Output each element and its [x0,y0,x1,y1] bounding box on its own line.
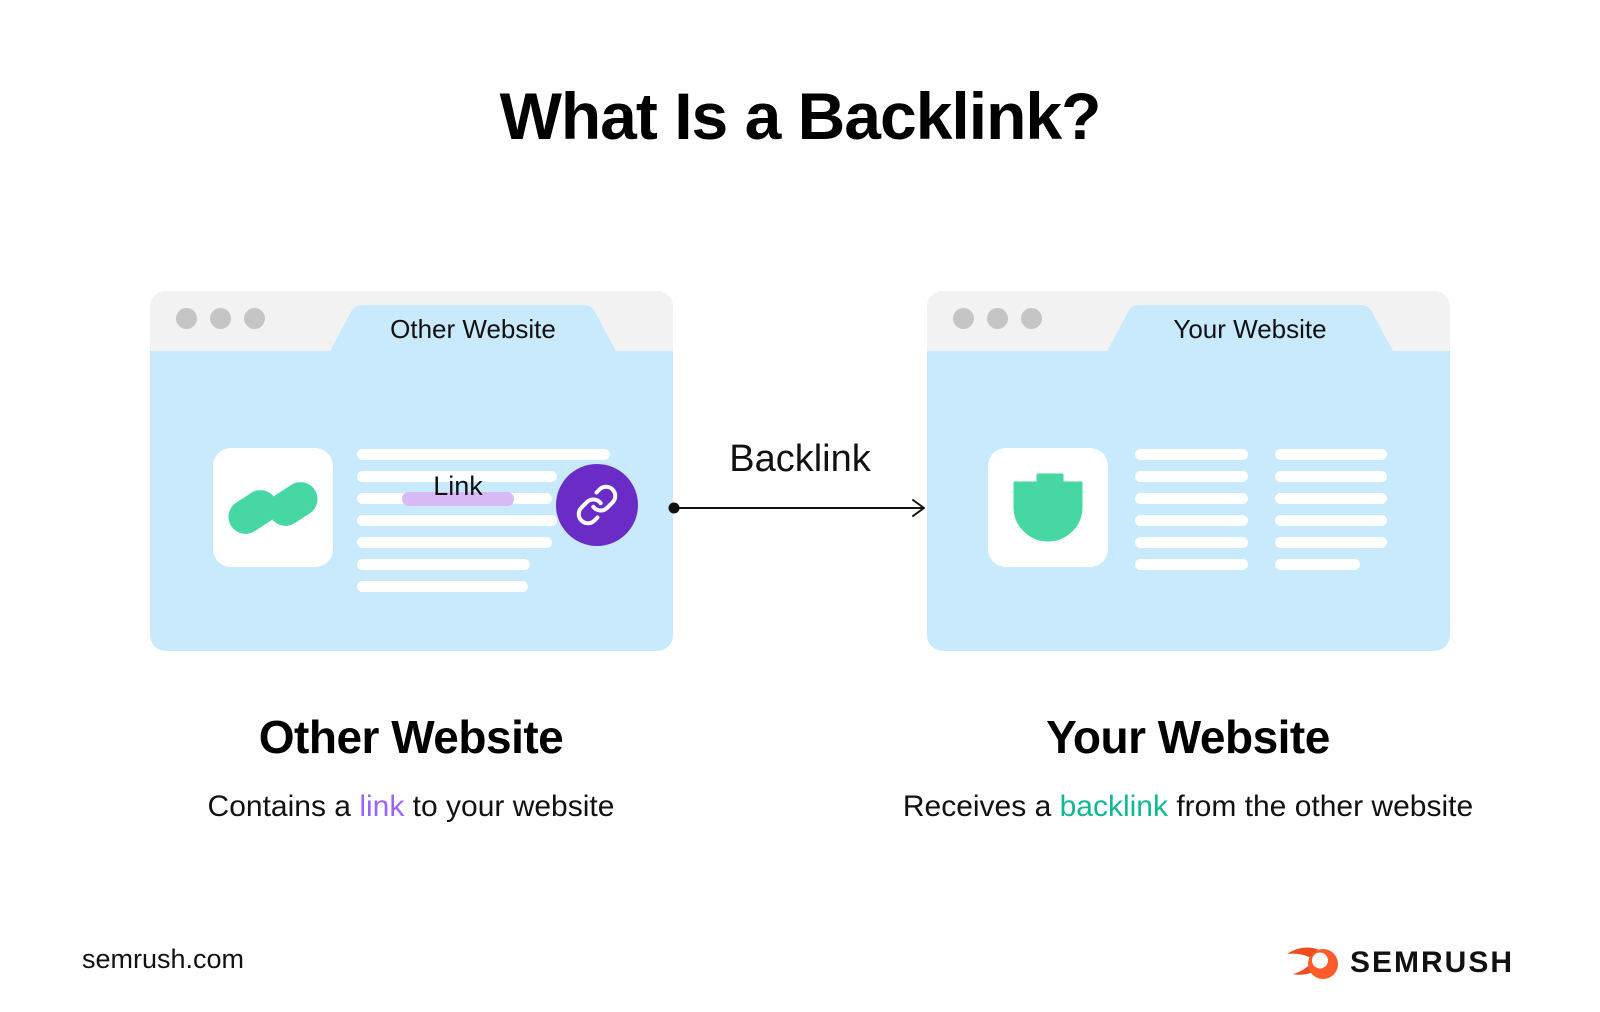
text-line [1135,515,1248,526]
link-label: Link [433,471,483,501]
text-line [1135,493,1248,504]
caption-highlight-word: link [359,790,405,823]
tab-label: Other Website [390,314,556,344]
text-line [1275,537,1387,548]
source-url: semrush.com [82,944,245,974]
link-highlight [402,492,514,506]
text-line [1135,471,1248,482]
caption-text-before: Contains a [207,790,360,823]
caption-text-after: from the other website [1167,790,1474,823]
your-website-caption: Your Website Receives a backlink from th… [808,710,1568,840]
text-line [357,515,557,526]
caption-heading: Your Website [1046,711,1330,763]
text-line [1135,537,1248,548]
caption-text: Contains a link to your website [31,790,791,824]
your-website-window: Your Website [927,291,1450,651]
tab-shape [1107,305,1393,351]
backlink-arrow-label: Backlink [729,438,871,480]
site-logo-card [213,448,333,567]
window-dot-icon [244,308,265,329]
caption-heading: Other Website [258,711,564,763]
backlink-arrow [668,499,925,517]
page-title: What Is a Backlink? [499,79,1102,153]
text-line [1275,515,1387,526]
site-logo-card [988,448,1108,567]
window-dot-icon [953,308,974,329]
tab-label: Your Website [1173,314,1327,344]
blob-logo-icon [228,481,318,534]
other-website-caption: Other Website Contains a link to your we… [31,710,791,840]
window-dot-icon [176,308,197,329]
semrush-logo: SEMRUSH [1286,944,1514,982]
caption-highlight-word: backlink [1059,790,1168,823]
window-dot-icon [987,308,1008,329]
window-dot-icon [1021,308,1042,329]
window-dot-icon [210,308,231,329]
text-line [1135,449,1248,460]
caption-text-before: Receives a [902,790,1060,823]
window-controls [176,308,265,329]
brand-wordmark: SEMRUSH [1350,946,1515,979]
text-line [357,471,557,482]
text-line [357,559,530,570]
other-website-window: Other Website Link [150,291,673,651]
shield-logo-icon [1013,473,1083,541]
tab-shape [330,305,616,351]
text-line [1275,493,1387,504]
browser-tab: Your Website [1107,305,1393,351]
text-line [357,581,528,592]
text-line [1275,449,1387,460]
window-controls [953,308,1042,329]
link-badge [556,464,638,546]
text-line [1135,559,1248,570]
flame-icon [1287,947,1338,979]
browser-tab: Other Website [330,305,616,351]
text-line [357,449,610,460]
text-line [357,537,552,548]
text-line [1275,559,1360,570]
caption-text-after: to your website [404,790,615,823]
caption-text: Receives a backlink from the other websi… [808,790,1568,824]
text-line [1275,471,1387,482]
chain-link-icon [576,484,618,526]
